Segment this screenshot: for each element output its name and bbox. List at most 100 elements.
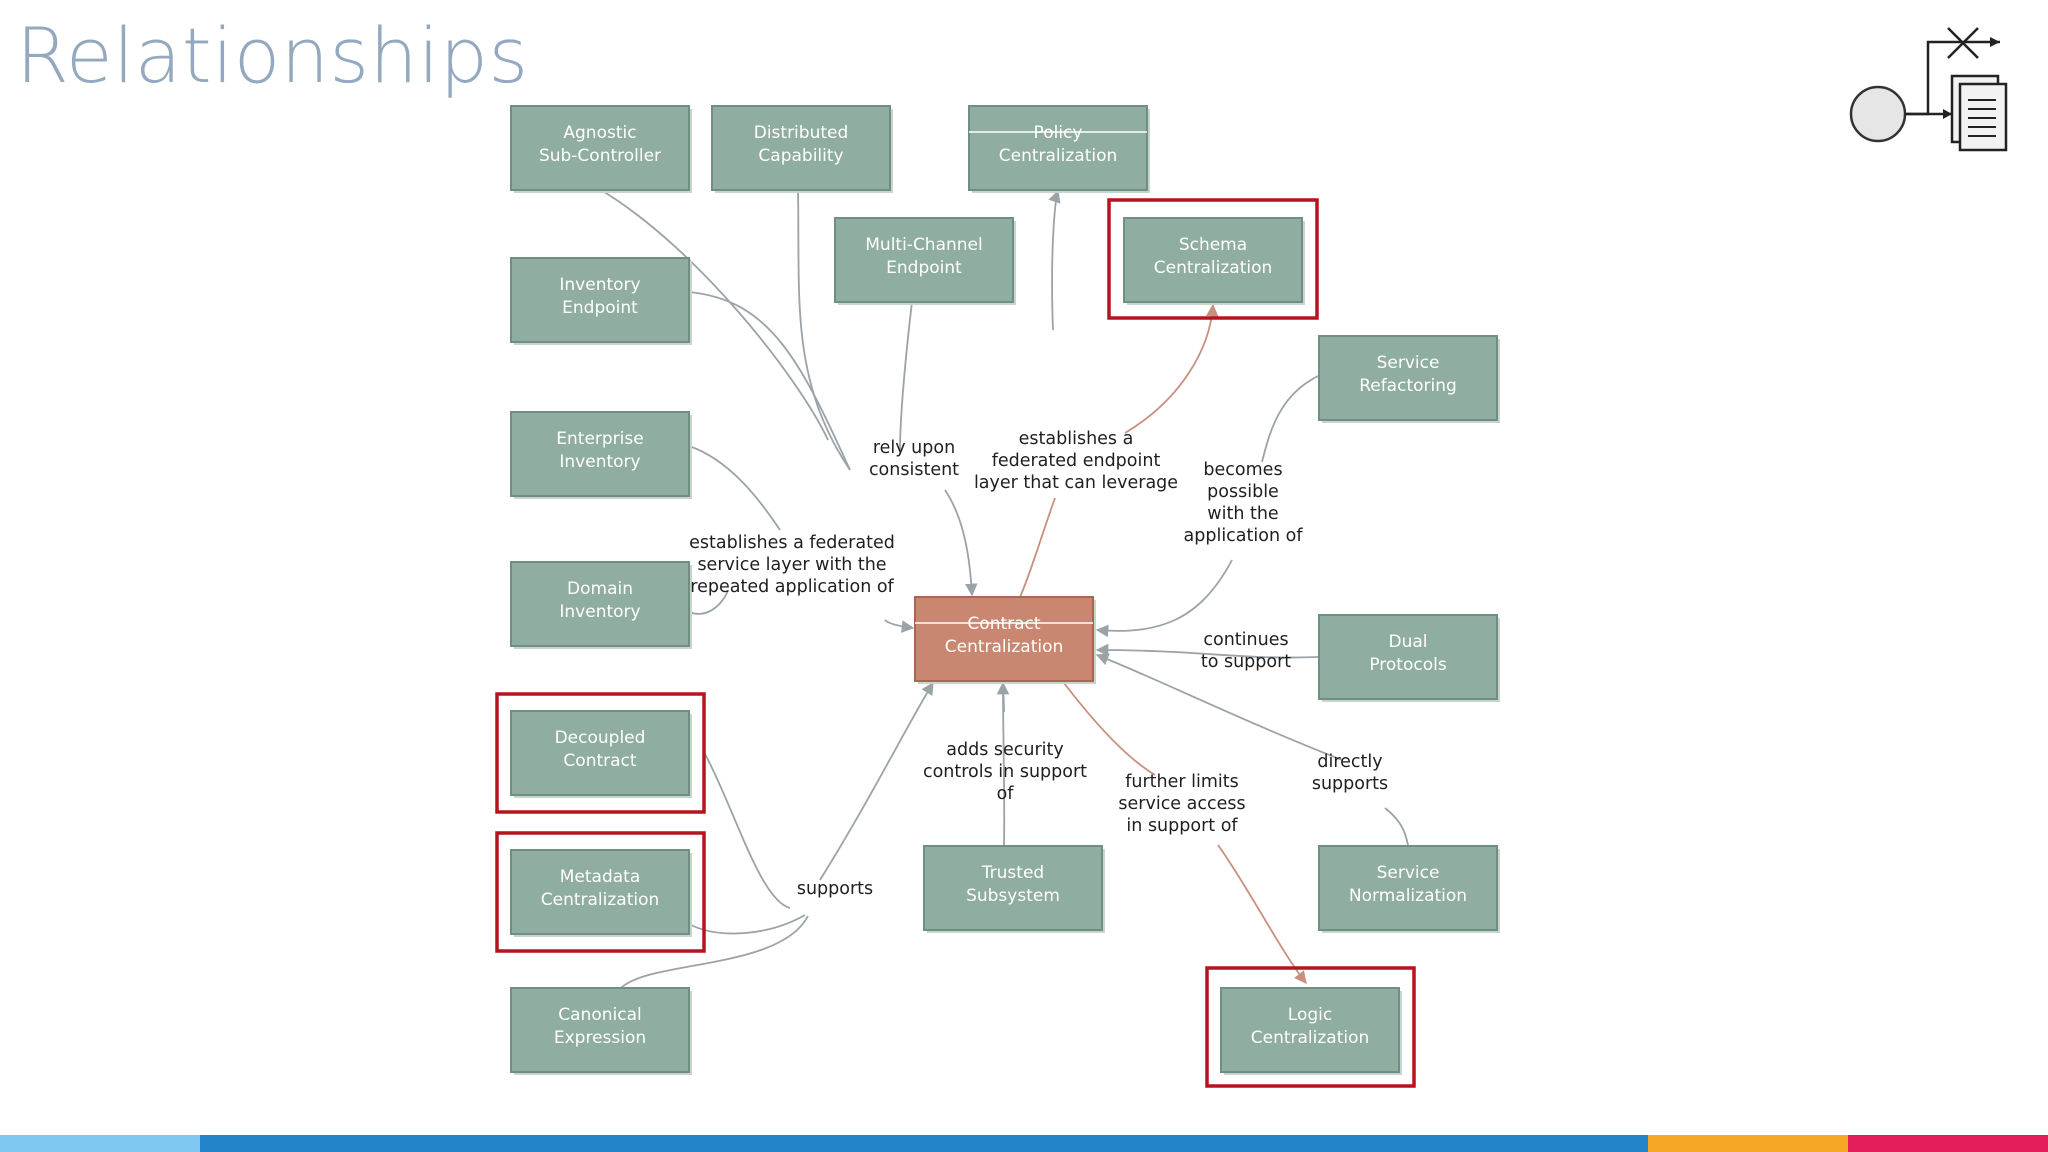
edge-connector-15 [1002, 682, 1005, 713]
node-box [510, 710, 690, 796]
node-label: Decoupled [555, 728, 646, 748]
node-label: Domain [567, 579, 633, 599]
node-label: Expression [554, 1028, 646, 1048]
edge-connector-11 [688, 445, 781, 531]
edge-connector-16 [1063, 682, 1156, 776]
edge-label-line: establishes a [1019, 429, 1134, 449]
node-box [510, 849, 690, 935]
edge-connector-8 [1261, 375, 1319, 463]
node-label: Canonical [558, 1005, 641, 1025]
edge-connector-23 [620, 915, 809, 989]
node-label: Dual [1388, 632, 1427, 652]
pattern-logo-icon [1849, 27, 2008, 152]
edge-label-line: in support of [1126, 816, 1238, 836]
node-label: Sub-Controller [539, 146, 661, 166]
edge-connector-21 [704, 753, 791, 909]
edge-connector-7 [1019, 497, 1056, 598]
edge-label-line: with the [1207, 504, 1278, 524]
node-box [923, 845, 1103, 931]
node-label: Schema [1179, 235, 1247, 255]
edge-label-line: establishes a federated [689, 533, 895, 553]
edge-connector-13 [884, 619, 915, 633]
edge-label-line: application of [1184, 526, 1304, 546]
edge-label-line: adds security [946, 740, 1064, 760]
edge-connector-3 [899, 301, 913, 451]
edge-label-line: possible [1207, 482, 1279, 502]
edge-label-line: service access [1118, 794, 1245, 814]
edge-connector-17 [1217, 844, 1307, 984]
edge-label-line: of [997, 784, 1015, 804]
node-box [1123, 217, 1303, 303]
highlight-frame [495, 692, 706, 814]
node-label: Capability [758, 146, 843, 166]
node-label: Centralization [1251, 1028, 1370, 1048]
node-box [510, 411, 690, 497]
node-box [1220, 987, 1400, 1073]
edge-connector-5 [1048, 189, 1061, 331]
node-box [510, 257, 690, 343]
edge-label-line: service layer with the [697, 555, 886, 575]
node-label: Multi-Channel [865, 235, 982, 255]
edge-label-line: consistent [869, 460, 959, 480]
edge-connector-9 [1095, 559, 1233, 638]
edge-label-line: repeated application of [690, 577, 894, 597]
node-box [834, 217, 1014, 303]
node-label: Endpoint [886, 258, 962, 278]
footer-segment-pink [1848, 1135, 2048, 1152]
node-label: Centralization [999, 146, 1118, 166]
node-box [968, 105, 1148, 191]
edge-connector-18 [1095, 653, 1343, 761]
edge-label-line: layer that can leverage [974, 473, 1178, 493]
node-label: Centralization [945, 637, 1064, 657]
highlight-frame [1107, 198, 1319, 320]
node-label: Contract [967, 614, 1040, 634]
node-label: Centralization [1154, 258, 1273, 278]
node-label: Service [1377, 863, 1440, 883]
node-label: Normalization [1349, 886, 1467, 906]
node-label: Inventory [559, 452, 640, 472]
node-box [1318, 845, 1498, 931]
node-label: Metadata [560, 867, 641, 887]
edge-label-line: rely upon [873, 438, 955, 458]
edge-connector-2 [688, 291, 851, 471]
node-label: Inventory [559, 275, 640, 295]
node-label: Contract [563, 751, 636, 771]
footer-color-bar [0, 1135, 2048, 1152]
edge-label-line: continues [1203, 630, 1288, 650]
edge-label-line: directly [1317, 752, 1382, 772]
edge-connector-4 [944, 489, 978, 597]
node-label: Service [1377, 353, 1440, 373]
footer-segment-orange [1648, 1135, 1848, 1152]
node-label: Inventory [559, 602, 640, 622]
node-label: Logic [1288, 1005, 1332, 1025]
edge-connector-19 [1384, 807, 1409, 846]
node-box [510, 561, 690, 647]
node-box [1318, 335, 1498, 421]
node-label: Protocols [1369, 655, 1447, 675]
edge-connector-10 [1095, 643, 1319, 659]
edge-connector-6 [1124, 303, 1219, 434]
edge-label-line: federated endpoint [992, 451, 1161, 471]
